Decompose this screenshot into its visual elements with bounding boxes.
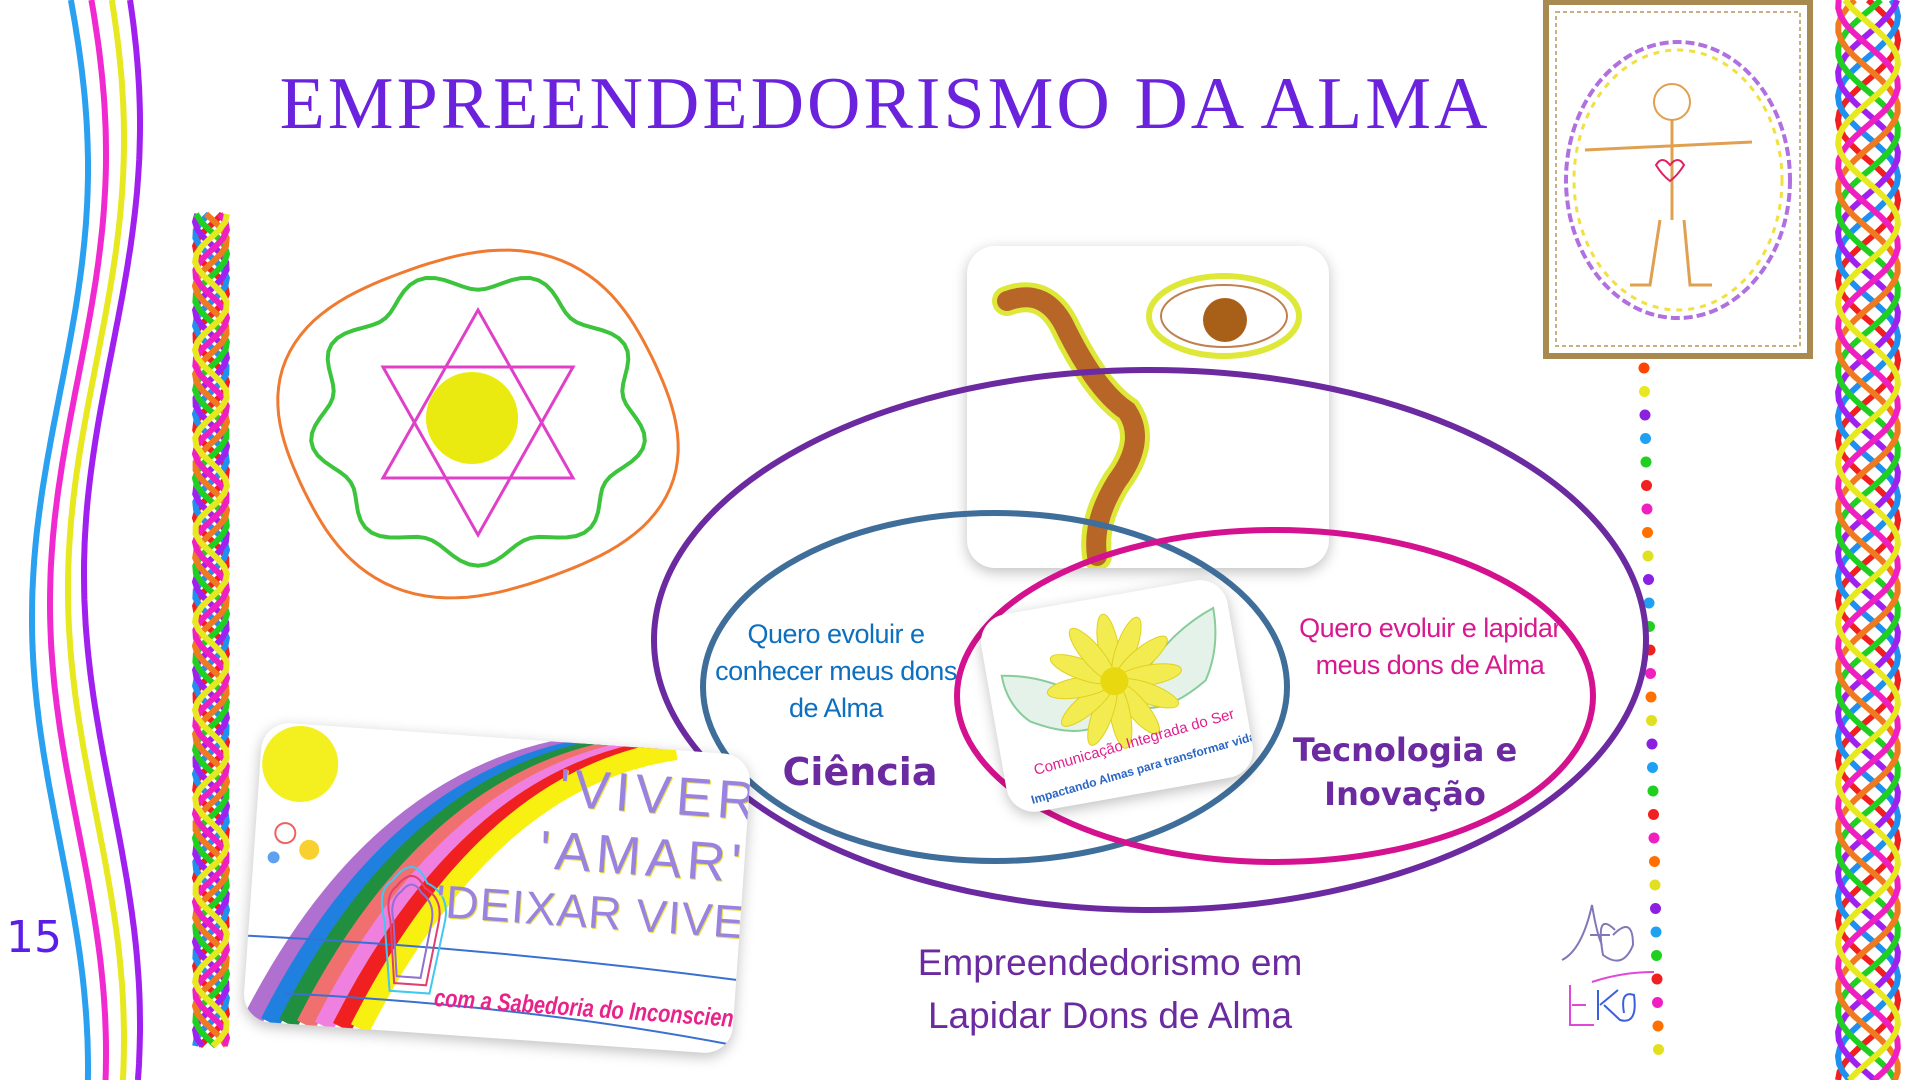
tecnologia-label-line1: Tecnologia e: [1292, 731, 1518, 769]
color-dot: [1645, 691, 1657, 703]
star-drawing: [276, 248, 680, 600]
color-dot: [1641, 480, 1652, 491]
signature-marks: [1561, 904, 1655, 1026]
color-dot: [1639, 409, 1651, 421]
wavy-line: [29, 0, 91, 1080]
right-braid-decoration: [1834, 0, 1902, 1080]
bottom-caption: Empreendedorismo em Lapidar Dons de Alma: [860, 936, 1360, 1042]
color-dot: [1646, 715, 1657, 726]
color-dot: [1651, 950, 1662, 961]
braid-strand: [191, 213, 231, 1049]
color-dot: [1643, 574, 1654, 585]
color-dot: [1640, 456, 1652, 468]
dotted-column: [1638, 362, 1664, 1055]
yellow-sun: [426, 372, 518, 464]
color-dot: [1640, 433, 1651, 444]
ciencia-circle: [700, 510, 1290, 864]
braid-strand: [1835, 0, 1901, 1080]
tecnologia-label-line2: Inovação: [1324, 775, 1486, 813]
left-braid-decoration: [191, 211, 231, 1049]
wavy-line: [65, 0, 127, 1080]
orange-ring: [276, 248, 680, 600]
ciencia-label: Ciência: [782, 750, 938, 794]
body-aura-frame: [1543, 0, 1813, 359]
logo-card: Comunicação Integrada do Ser Impactando …: [976, 575, 1258, 817]
rainbow-drawing-card: 'VIVER' 'AMAR' 'DEIXAR VIVER' com a Sabe…: [242, 721, 752, 1055]
braid-strand: [1835, 0, 1901, 1080]
color-dot: [1651, 973, 1663, 985]
color-dot: [1646, 738, 1658, 750]
wavy-line: [81, 0, 143, 1080]
star-triangle-up: [380, 306, 576, 480]
bottom-caption-line1: Empreendedorismo em: [917, 942, 1303, 983]
ciencia-description: Quero evoluir e conhecer meus dons de Al…: [715, 619, 957, 723]
outer-ellipse: [651, 367, 1649, 913]
braid-strand: [1834, 0, 1902, 1080]
star-triangle-down: [380, 365, 576, 539]
color-dot: [1649, 879, 1661, 891]
color-dot: [1643, 597, 1655, 609]
color-dot: [1653, 1044, 1664, 1055]
color-dot: [1650, 926, 1662, 938]
braid-strand: [191, 212, 231, 1049]
tecnologia-description: Quero evoluir e lapidar meus dons de Alm…: [1299, 613, 1561, 680]
color-dot: [1650, 903, 1661, 914]
color-dot: [1641, 503, 1653, 515]
color-dot: [1649, 856, 1660, 867]
rainbow-drawing: [243, 725, 737, 1046]
color-dot: [1638, 362, 1650, 374]
flower-wings-logo: [1000, 606, 1217, 749]
color-dot: [1639, 386, 1650, 397]
braid-strand: [1835, 0, 1901, 1080]
color-dot: [1648, 832, 1660, 844]
color-dot: [1647, 762, 1658, 773]
color-dot: [1648, 809, 1659, 820]
color-dot: [1652, 1020, 1664, 1032]
braid-strand: [1834, 0, 1902, 1080]
color-dot: [1647, 785, 1659, 797]
color-dot: [1645, 668, 1656, 679]
tecnologia-label: Tecnologia e Inovação: [1270, 728, 1540, 816]
braid-strand: [191, 211, 231, 1049]
left-wavy-lines: [29, 0, 143, 1080]
wavy-line: [47, 0, 109, 1080]
color-dot: [1652, 997, 1663, 1008]
page-title: EMPREENDEDORISMO DA ALMA: [279, 63, 1491, 145]
color-dot: [1642, 550, 1654, 562]
bottom-caption-line2: Lapidar Dons de Alma: [927, 995, 1293, 1036]
green-ring: [309, 275, 647, 568]
tecnologia-circle: [954, 527, 1596, 865]
page-number: 15: [6, 912, 62, 963]
color-dot: [1642, 527, 1653, 538]
snake-eye-drawing: [992, 273, 1302, 568]
